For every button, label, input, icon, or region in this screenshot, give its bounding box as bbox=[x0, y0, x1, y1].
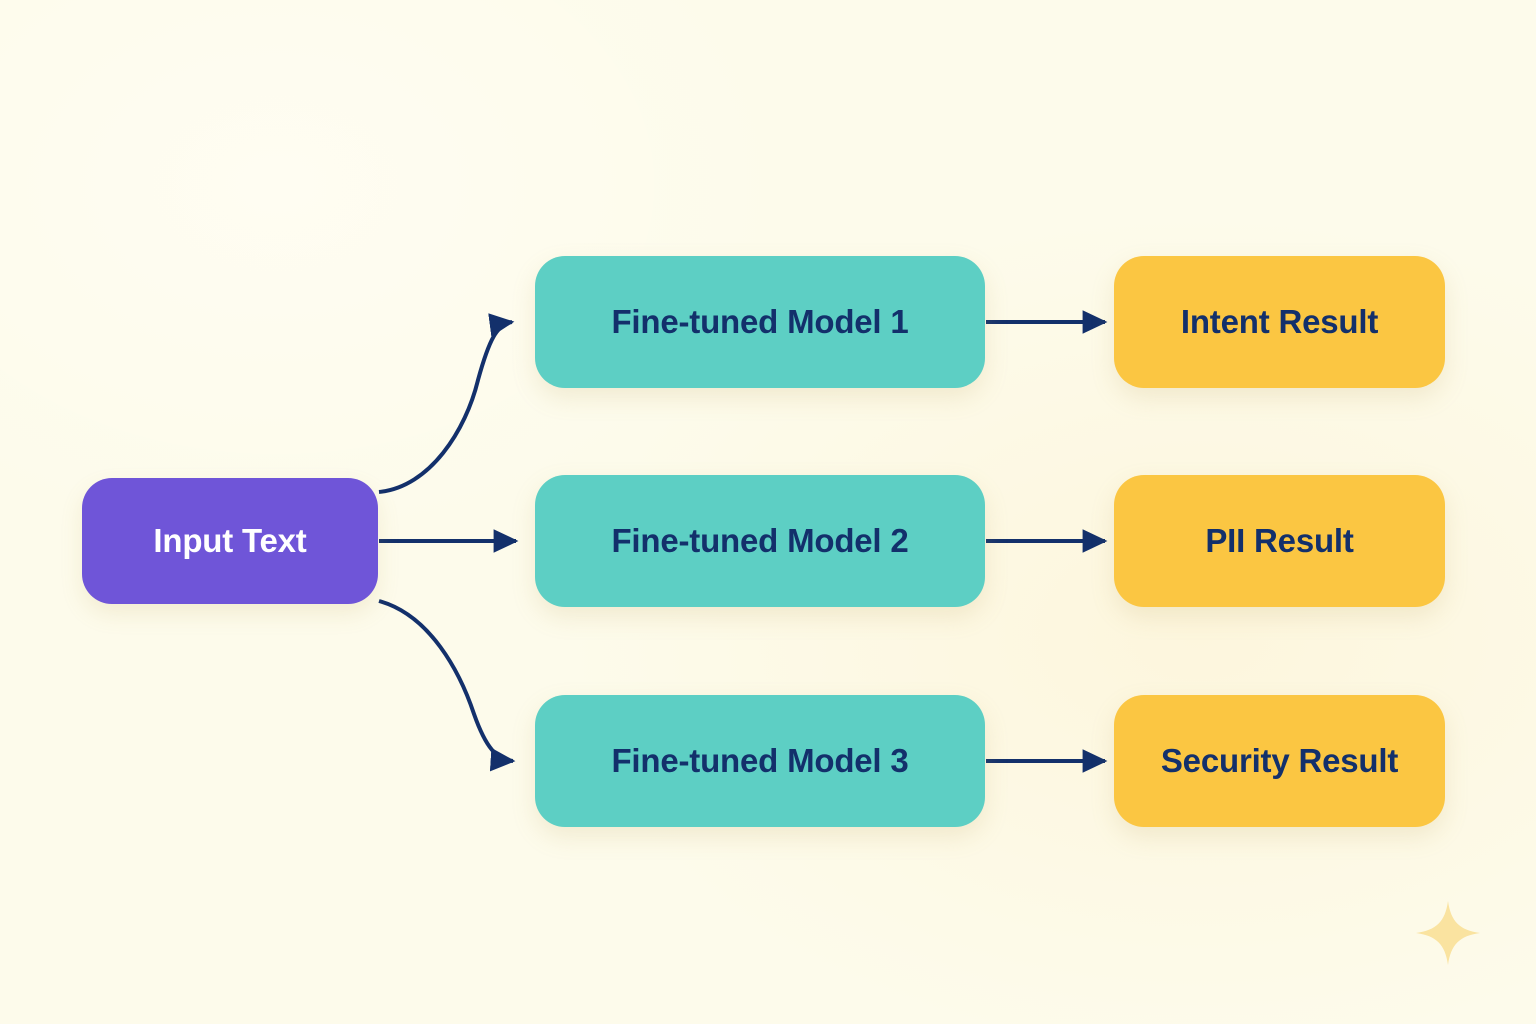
node-intent-result[interactable]: Intent Result bbox=[1114, 256, 1445, 388]
node-fine-tuned-model-1[interactable]: Fine-tuned Model 1 bbox=[535, 256, 985, 388]
node-fine-tuned-model-1-label: Fine-tuned Model 1 bbox=[611, 303, 909, 341]
node-pii-result[interactable]: PII Result bbox=[1114, 475, 1445, 607]
node-input-text-label: Input Text bbox=[153, 522, 307, 560]
node-pii-result-label: PII Result bbox=[1205, 522, 1354, 560]
node-security-result[interactable]: Security Result bbox=[1114, 695, 1445, 827]
node-input-text[interactable]: Input Text bbox=[82, 478, 378, 604]
node-security-result-label: Security Result bbox=[1160, 742, 1399, 780]
node-intent-result-label: Intent Result bbox=[1180, 303, 1379, 341]
node-fine-tuned-model-3[interactable]: Fine-tuned Model 3 bbox=[535, 695, 985, 827]
node-fine-tuned-model-2[interactable]: Fine-tuned Model 2 bbox=[535, 475, 985, 607]
edge-input-to-model-1 bbox=[378, 313, 515, 494]
node-fine-tuned-model-3-label: Fine-tuned Model 3 bbox=[611, 742, 909, 780]
edge-input-to-model-3 bbox=[378, 599, 516, 772]
sparkle-icon bbox=[1416, 901, 1480, 965]
node-fine-tuned-model-2-label: Fine-tuned Model 2 bbox=[611, 522, 909, 560]
